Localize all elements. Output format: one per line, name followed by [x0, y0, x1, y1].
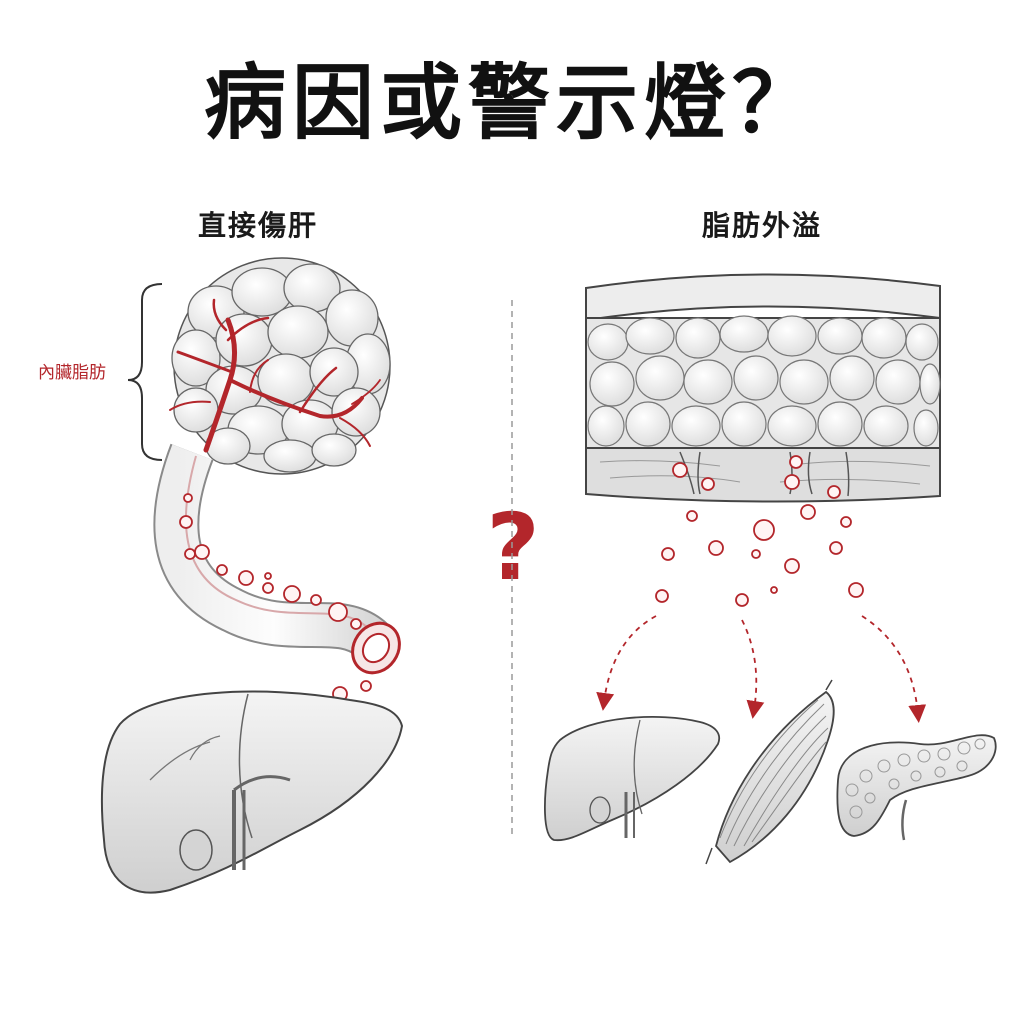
visceral-fat-bracket [128, 284, 162, 460]
muscle [706, 680, 834, 864]
spillover-arrows [604, 616, 918, 714]
portal-vessel [176, 452, 409, 682]
liver-large [102, 692, 402, 893]
pancreas [837, 735, 995, 840]
visceral-fat-cluster [170, 258, 390, 474]
adipose-tissue-block [586, 274, 940, 501]
liver-small [545, 717, 719, 840]
